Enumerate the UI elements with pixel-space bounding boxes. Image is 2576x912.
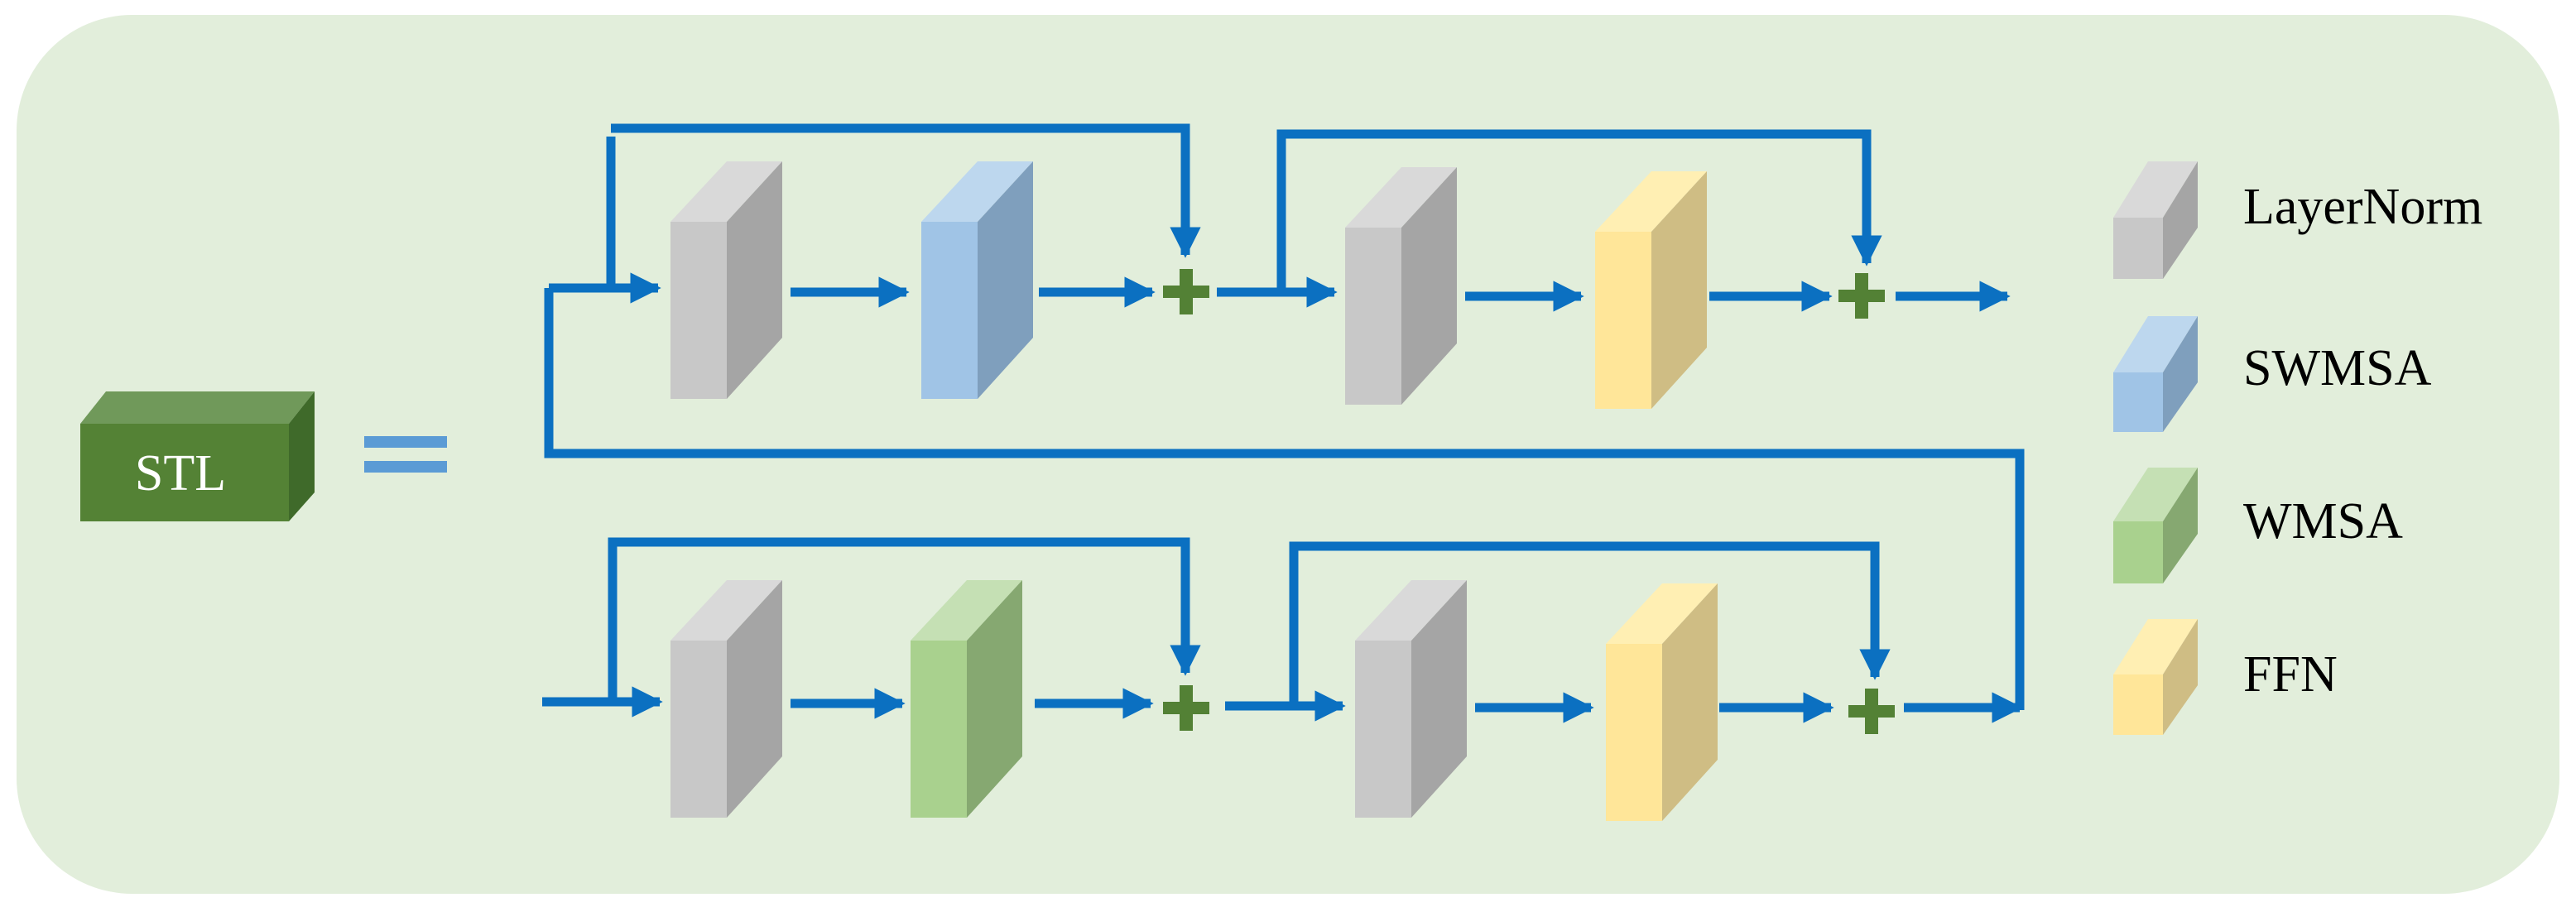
row-connector bbox=[544, 288, 2025, 710]
layernorm-block bbox=[670, 580, 782, 818]
layernorm-block bbox=[670, 161, 782, 399]
legend: LayerNorm SWMSA WMSA FFN bbox=[2113, 161, 2482, 735]
ffn-block bbox=[1606, 583, 1718, 821]
legend-item-layernorm: LayerNorm bbox=[2113, 161, 2482, 279]
legend-label: LayerNorm bbox=[2243, 179, 2482, 235]
plus-icon bbox=[1163, 269, 1209, 314]
layernorm-block bbox=[1355, 580, 1467, 818]
plus-icon bbox=[1838, 273, 1885, 319]
legend-label: WMSA bbox=[2243, 493, 2403, 550]
ffn-block bbox=[1595, 171, 1707, 409]
plus-icon bbox=[1163, 685, 1209, 731]
plus-icon bbox=[1848, 689, 1895, 734]
wmsa-block bbox=[911, 580, 1022, 818]
legend-item-swmsa: SWMSA bbox=[2113, 316, 2432, 432]
equals-sign bbox=[364, 436, 447, 473]
legend-label: SWMSA bbox=[2243, 340, 2432, 396]
legend-item-wmsa: WMSA bbox=[2113, 468, 2403, 583]
legend-label: FFN bbox=[2243, 646, 2338, 703]
layernorm-block bbox=[1345, 167, 1457, 405]
row2-connectors bbox=[542, 537, 2023, 723]
stl-label: STL bbox=[135, 445, 226, 502]
swmsa-block bbox=[921, 161, 1033, 399]
row1-connectors bbox=[549, 123, 2011, 312]
stl-block: STL bbox=[80, 391, 315, 521]
legend-item-ffn: FFN bbox=[2113, 619, 2338, 735]
